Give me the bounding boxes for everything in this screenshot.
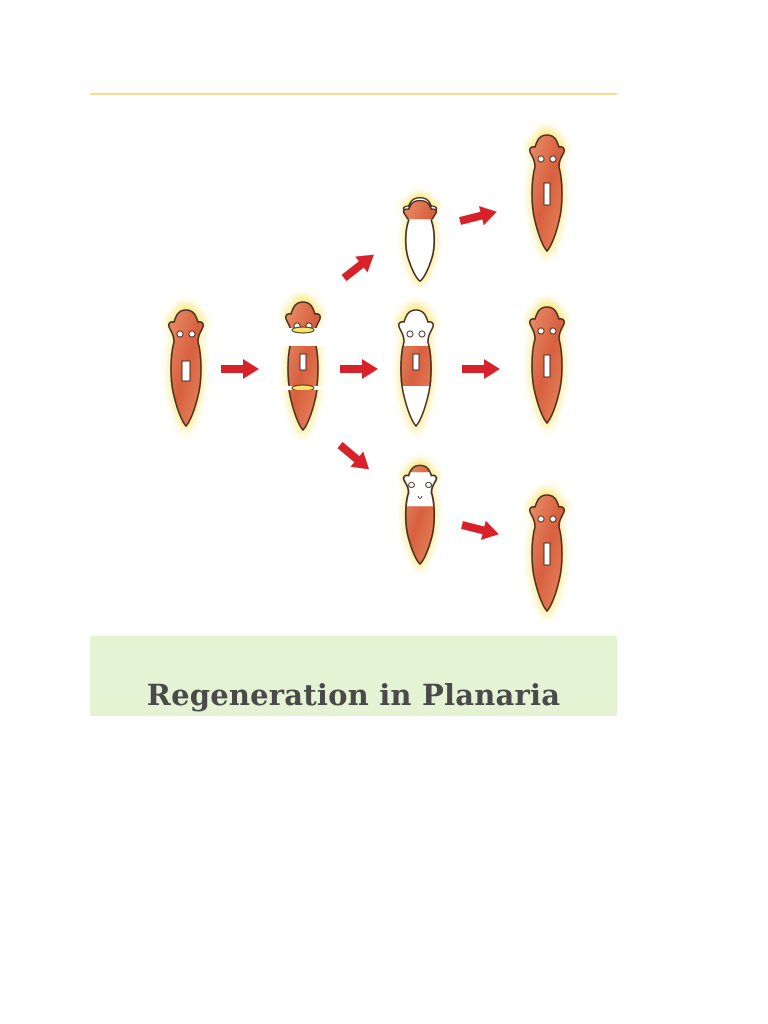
planarian-icon xyxy=(401,192,439,287)
planarian-icon xyxy=(527,128,567,259)
planarian-icon xyxy=(396,303,436,434)
arrow-icon xyxy=(337,246,381,286)
arrow-icon xyxy=(333,437,376,478)
planarian-icon xyxy=(527,300,567,431)
caption-band: Regeneration in Planaria xyxy=(90,636,617,716)
top-rule xyxy=(90,93,617,95)
arrow-icon xyxy=(462,359,500,379)
arrow-icon xyxy=(459,515,502,544)
arrow-icon xyxy=(457,202,500,231)
regeneration-figure: Regeneration in Planaria xyxy=(90,93,617,716)
planarian-icon xyxy=(283,295,323,438)
regeneration-diagram xyxy=(166,128,567,619)
arrow-icon xyxy=(221,359,259,379)
planarian-icon xyxy=(527,488,567,619)
figure-caption: Regeneration in Planaria xyxy=(146,678,561,712)
planarian-icon xyxy=(166,303,206,434)
planarian-icon xyxy=(401,459,439,571)
arrow-icon xyxy=(340,359,378,379)
